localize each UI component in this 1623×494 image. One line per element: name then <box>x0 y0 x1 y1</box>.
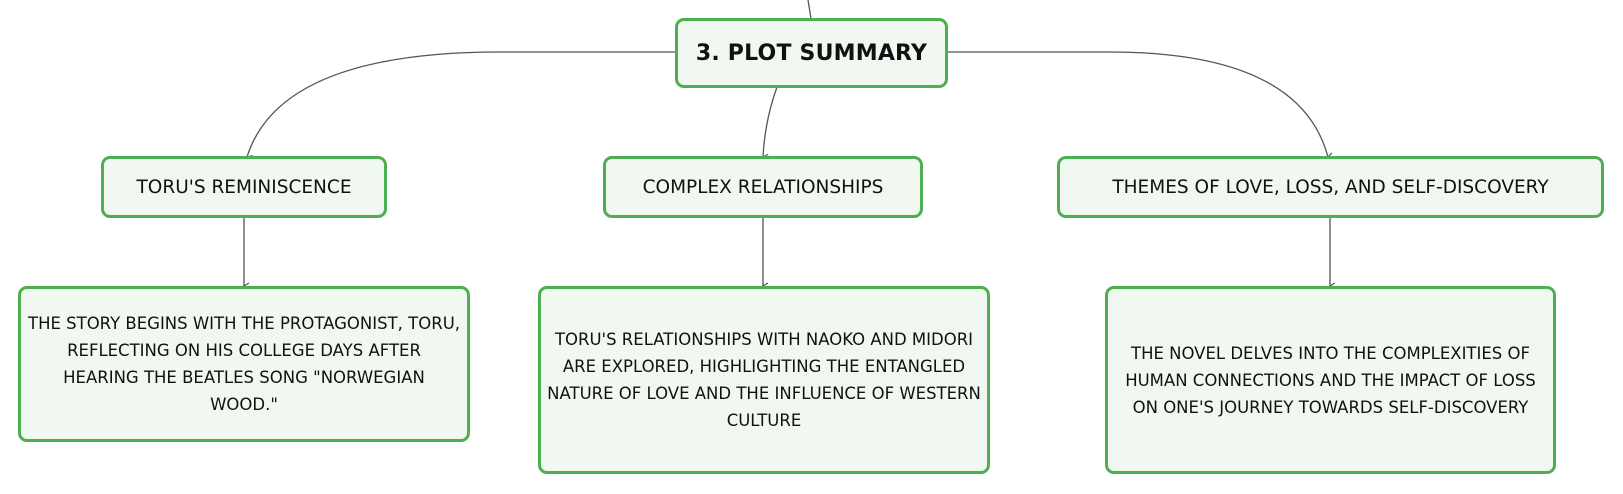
detail-text: THE NOVEL DELVES INTO THE COMPLEXITIES O… <box>1125 343 1536 417</box>
topic-node-toru-reminiscence[interactable]: TORU'S REMINISCENCE <box>101 156 387 218</box>
topic-node-complex-relationships[interactable]: COMPLEX RELATIONSHIPS <box>603 156 923 218</box>
detail-node-complex-relationships[interactable]: TORU'S RELATIONSHIPS WITH NAOKO AND MIDO… <box>538 286 990 474</box>
connector-root-to-topic-3 <box>946 51 1334 160</box>
connector-root-to-topic-2 <box>761 86 778 161</box>
connector-incoming <box>807 0 812 20</box>
detail-node-toru-reminiscence[interactable]: THE STORY BEGINS WITH THE PROTAGONIST, T… <box>18 286 470 442</box>
root-label: 3. PLOT SUMMARY <box>695 40 928 66</box>
topic-label: COMPLEX RELATIONSHIPS <box>642 176 884 198</box>
root-node[interactable]: 3. PLOT SUMMARY <box>675 18 948 88</box>
detail-node-themes[interactable]: THE NOVEL DELVES INTO THE COMPLEXITIES O… <box>1105 286 1556 474</box>
topic-label: TORU'S REMINISCENCE <box>136 176 352 198</box>
connector-root-to-topic-1 <box>245 51 678 162</box>
topic-label: THEMES OF LOVE, LOSS, AND SELF-DISCOVERY <box>1112 176 1549 198</box>
detail-text: TORU'S RELATIONSHIPS WITH NAOKO AND MIDO… <box>547 330 981 430</box>
topic-node-themes[interactable]: THEMES OF LOVE, LOSS, AND SELF-DISCOVERY <box>1057 156 1604 218</box>
detail-text: THE STORY BEGINS WITH THE PROTAGONIST, T… <box>27 314 461 414</box>
